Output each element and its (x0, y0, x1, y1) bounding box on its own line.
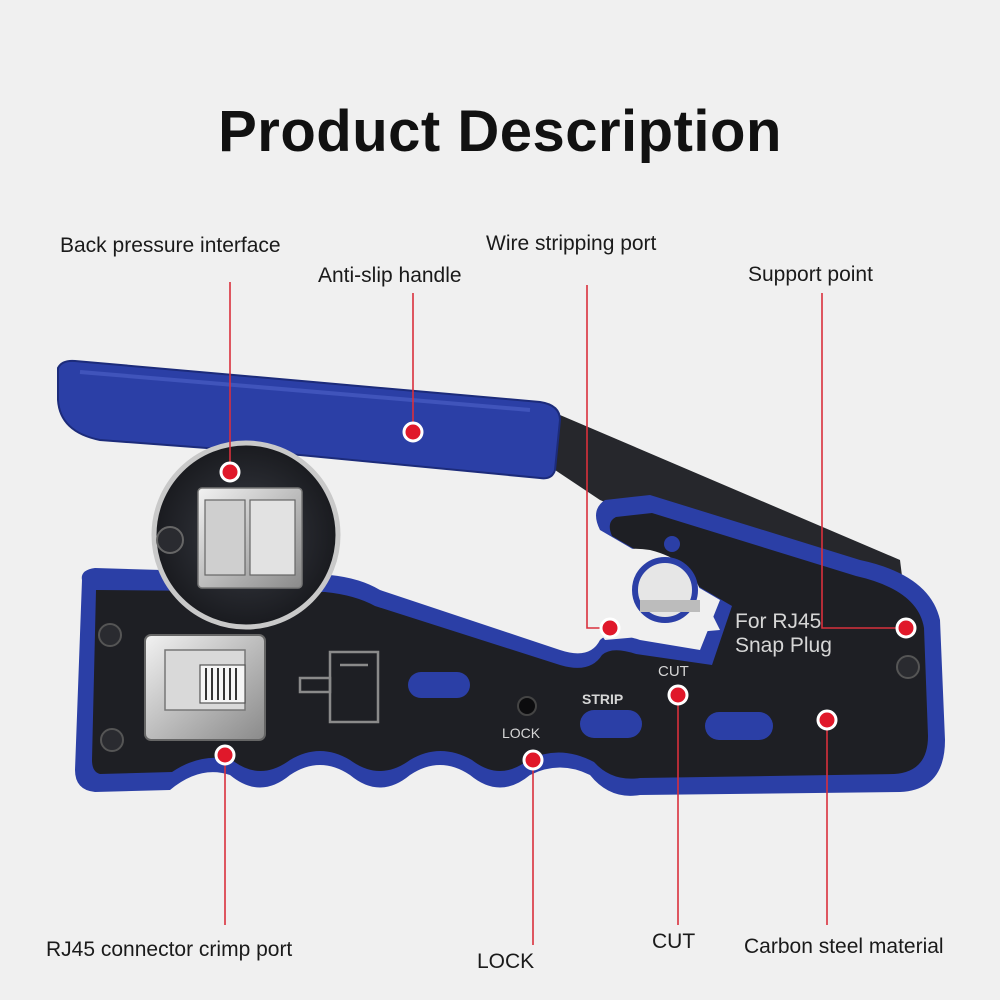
tool-marking-line2: Snap Plug (735, 634, 832, 657)
tool-marking-cut: CUT (658, 663, 689, 680)
rj45-port-outline (298, 650, 380, 724)
label-wire-strip: Wire stripping port (486, 232, 657, 255)
page-title: Product Description (218, 99, 782, 164)
label-carbon: Carbon steel material (744, 935, 944, 958)
slot-left (408, 672, 470, 698)
label-support: Support point (748, 263, 873, 286)
lock-button (517, 696, 537, 716)
tool-marking-line1: For RJ45 (735, 610, 821, 633)
label-lock: LOCK (477, 950, 535, 973)
slot-strip (580, 710, 642, 738)
label-back-pressure: Back pressure interface (60, 234, 281, 257)
callout-markers (214, 421, 917, 771)
anti-slip-handle-grip (57, 359, 562, 480)
slot-carbon (705, 712, 773, 740)
label-anti-slip: Anti-slip handle (318, 264, 462, 287)
tool-marking-lock: LOCK (502, 725, 541, 741)
label-crimp-port: RJ45 connector crimp port (46, 938, 293, 961)
leader-lines (224, 282, 906, 945)
back-pressure-inset (151, 440, 341, 630)
tool-marking-strip: STRIP (582, 691, 623, 707)
rj45-crimp-port (144, 634, 266, 741)
label-cut: CUT (652, 930, 696, 953)
